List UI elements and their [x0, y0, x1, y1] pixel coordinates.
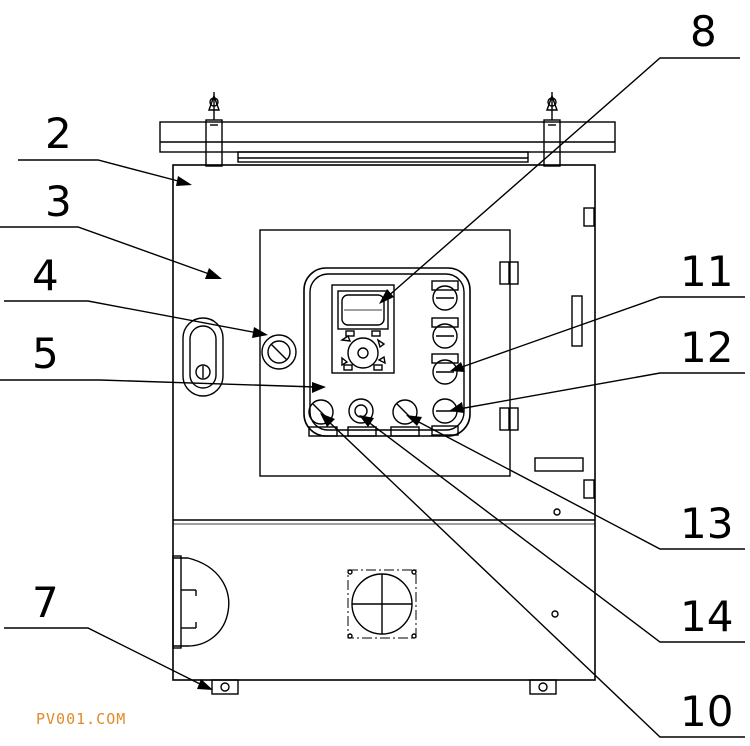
switch-column — [431, 280, 459, 436]
label-11: 11 — [680, 247, 733, 296]
label-13: 13 — [680, 499, 733, 548]
controller-unit — [331, 284, 395, 374]
switch-r3 — [431, 353, 459, 385]
cabinet-body — [172, 164, 596, 681]
label-7: 7 — [32, 578, 59, 627]
switch-r2 — [431, 317, 459, 349]
knob-2 — [347, 398, 377, 437]
indicator-lamp — [261, 334, 297, 370]
top-mounting-rail — [159, 121, 616, 163]
inner-panel — [259, 229, 519, 477]
label-3: 3 — [45, 177, 72, 226]
label-14: 14 — [680, 592, 733, 641]
lifting-bolt-right — [543, 92, 561, 167]
label-10: 10 — [680, 687, 733, 736]
door-handle — [182, 317, 224, 397]
lifting-bolt-left — [205, 92, 223, 167]
side-gland — [172, 555, 230, 649]
mounting-feet — [211, 679, 557, 695]
knob-row — [308, 398, 420, 437]
label-5: 5 — [32, 329, 59, 378]
watermark: PV001.COM — [36, 710, 126, 728]
label-12: 12 — [680, 323, 733, 372]
label-8: 8 — [690, 7, 717, 56]
knob-3 — [390, 399, 420, 437]
leader-lines — [0, 57, 745, 738]
label-4: 4 — [32, 251, 59, 300]
switch-r1 — [431, 280, 459, 311]
label-2: 2 — [45, 109, 72, 158]
ventilation-fan — [347, 569, 417, 639]
